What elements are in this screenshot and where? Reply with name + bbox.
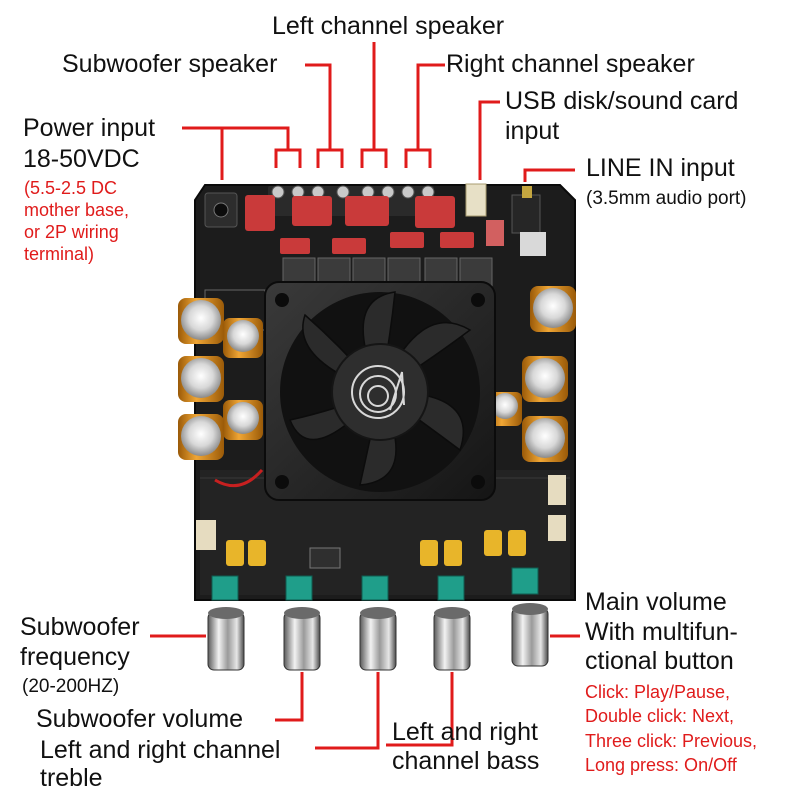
callout-lines (150, 42, 580, 750)
cooling-fan (264, 281, 496, 501)
treble-line1: Left and right channel (40, 736, 281, 764)
power-input-note: (5.5-2.5 DC mother base, or 2P wiring te… (24, 178, 129, 266)
main-volume-label: Main volume With multifun- ctional butto… (585, 588, 738, 677)
subwoofer-speaker-label: Subwoofer speaker (62, 50, 278, 78)
red-wire (214, 468, 264, 488)
power-input-line1: Power input (23, 114, 156, 142)
left-channel-label: Left channel speaker (272, 12, 505, 40)
button-functions-note: Click: Play/Pause, Double click: Next, T… (585, 680, 757, 777)
power-input-label: Power input 18-50VDC (23, 113, 155, 176)
potentiometer-trimmers (211, 567, 539, 601)
power-note-line1: (5.5-2.5 DC (24, 178, 118, 198)
bass-label: Left and right channel bass (392, 718, 539, 776)
usb-input-label: USB disk/sound card input (505, 86, 738, 146)
line-in-jack (511, 186, 546, 256)
knob-bass[interactable] (433, 607, 471, 671)
usb-connector (465, 183, 504, 246)
capacitors-right (488, 286, 576, 462)
power-note-line3: or 2P wiring (24, 221, 119, 242)
subwoofer-volume-label: Subwoofer volume (36, 705, 244, 733)
knob-treble[interactable] (359, 607, 397, 671)
subwoofer-frequency-label: Subwoofer frequency (20, 613, 140, 672)
fan-logo (351, 365, 405, 419)
click-line1: Click: Play/Pause, (585, 682, 731, 702)
usb-input-line2: input (505, 117, 560, 145)
small-components (196, 475, 566, 569)
treble-label: Left and right channel treble (40, 736, 280, 792)
click-line3: Three click: Previous, (585, 730, 758, 751)
sub-freq-line1: Subwoofer (20, 613, 140, 641)
line-in-note: (3.5mm audio port) (586, 188, 747, 209)
line-in-label: LINE IN input (586, 154, 735, 182)
click-line2: Double click: Next, (585, 706, 735, 727)
power-input-line2: 18-50VDC (23, 145, 140, 174)
knob-subwoofer-frequency[interactable] (207, 607, 245, 671)
main-volume-line1: Main volume (585, 588, 727, 616)
power-note-line4: terminal) (24, 243, 95, 264)
main-volume-line3: ctional button (585, 647, 734, 675)
main-volume-line2: With multifun- (585, 617, 738, 646)
speaker-terminal-block (245, 185, 474, 254)
power-note-line2: mother base, (24, 199, 130, 220)
treble-line2: treble (40, 764, 103, 792)
bass-line1: Left and right (392, 718, 538, 746)
knob-main-volume[interactable] (511, 603, 549, 667)
knob-subwoofer-volume[interactable] (283, 607, 321, 671)
sub-freq-line2: frequency (20, 642, 130, 671)
bass-line2: channel bass (392, 746, 540, 775)
click-line4: Long press: On/Off (585, 754, 737, 775)
capacitors-left (178, 298, 263, 460)
usb-input-line1: USB disk/sound card (505, 87, 739, 115)
subwoofer-frequency-note: (20-200HZ) (22, 676, 120, 697)
right-channel-label: Right channel speaker (446, 50, 695, 78)
dc-power-jack (204, 192, 238, 228)
